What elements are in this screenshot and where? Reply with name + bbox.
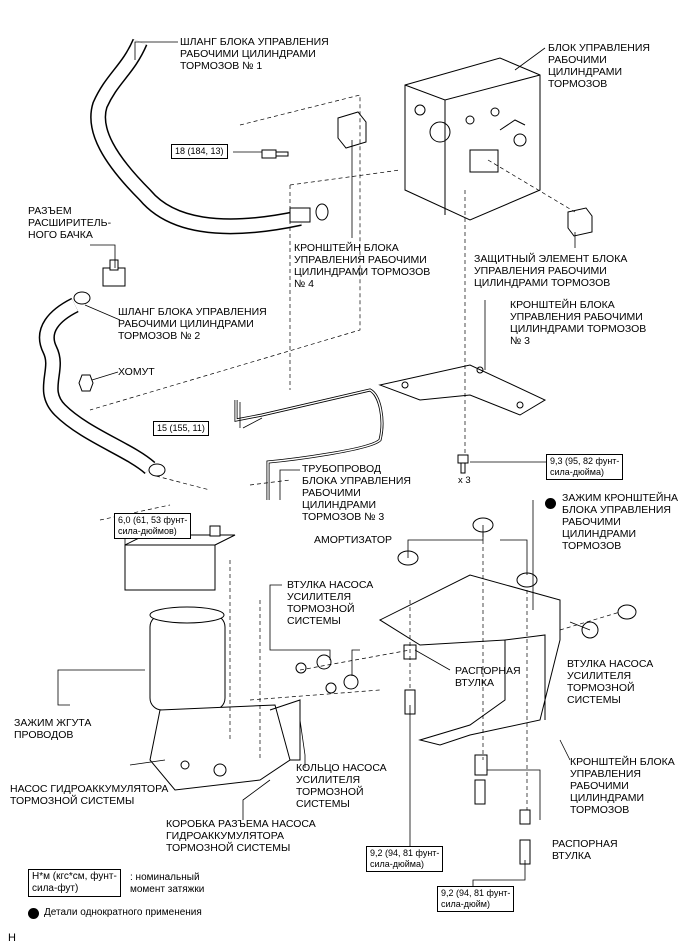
label-hose-1: ШЛАНГ БЛОКА УПРАВЛЕНИЯ РАБОЧИМИ ЦИЛИНДРА…	[180, 36, 329, 72]
accumulator-pump-shape	[124, 534, 301, 791]
label-bracket-main: КРОНШТЕЙН БЛОКА УПРАВЛЕНИЯ РАБОЧИМИ ЦИЛИ…	[570, 756, 675, 816]
bolt-9-2-bottom-1	[474, 779, 486, 805]
corner-code: H	[8, 932, 16, 944]
hose-clamp-2	[73, 291, 91, 305]
shock-absorber-3	[516, 572, 538, 588]
label-accumulator-pump: НАСОС ГИДРОАККУМУЛЯТОРА ТОРМОЗНОЙ СИСТЕМ…	[10, 783, 169, 807]
label-harness-clamp: ЗАЖИМ ЖГУТА ПРОВОДОВ	[14, 717, 92, 741]
bolt-9-2-bottom-2	[519, 809, 531, 825]
torque-box-6-0: 6,0 (61, 53 фунт- сила-дюймов)	[114, 513, 192, 539]
pump-bushing-part-2	[343, 674, 359, 690]
bracket-4-shape	[337, 111, 367, 149]
label-pump-ring: КОЛЬЦО НАСОСА УСИЛИТЕЛЯ ТОРМОЗНОЙ СИСТЕМ…	[296, 762, 387, 810]
label-pump-bushing-mid: ВТУЛКА НАСОСА УСИЛИТЕЛЯ ТОРМОЗНОЙ СИСТЕМ…	[287, 579, 374, 627]
protective-element-shape	[567, 207, 593, 237]
bracket-3-shape	[378, 364, 547, 416]
pump-ring-part-1	[295, 662, 307, 674]
clamp-part	[78, 374, 94, 392]
hose-1-end-fitting	[289, 207, 311, 223]
label-x3: x 3	[458, 475, 471, 486]
torque-box-9-3: 9,3 (95, 82 фунт- сила-дюйма)	[546, 454, 624, 480]
label-expansion-connector: РАЗЪЕМ РАСШИРИТЕЛЬ- НОГО БАЧКА	[28, 205, 112, 241]
one-time-part-bullet-icon	[28, 908, 39, 919]
label-protective-element: ЗАЩИТНЫЙ ЭЛЕМЕНТ БЛОКА УПРАВЛЕНИЯ РАБОЧИ…	[474, 253, 628, 289]
label-spacer-mid: РАСПОРНАЯ ВТУЛКА	[455, 665, 521, 689]
pump-bushing-part-1	[316, 654, 332, 670]
pump-ring-part-2	[325, 682, 337, 694]
label-control-block: БЛОК УПРАВЛЕНИЯ РАБОЧИМИ ЦИЛИНДРАМИ ТОРМ…	[548, 42, 650, 90]
torque-legend-description: : номинальный момент затяжки	[130, 872, 205, 895]
torque-legend-box: Н*м (кгс*см, фунт- сила-фут)	[28, 869, 121, 897]
label-bracket-3: КРОНШТЕЙН БЛОКА УПРАВЛЕНИЯ РАБОЧИМИ ЦИЛИ…	[510, 299, 647, 347]
torque-box-18: 18 (184, 13)	[171, 144, 228, 159]
label-pump-bushing-right: ВТУЛКА НАСОСА УСИЛИТЕЛЯ ТОРМОЗНОЙ СИСТЕМ…	[567, 658, 654, 706]
label-junction-box: КОРОБКА РАЗЪЕМА НАСОСА ГИДРОАККУМУЛЯТОРА…	[166, 818, 316, 854]
torque-box-9-2-a: 9,2 (94, 81 фунт- сила-дюйма)	[366, 846, 444, 872]
hose-clamp-3	[148, 463, 166, 477]
one-time-part-marker-icon	[545, 498, 556, 509]
label-bracket-clip: ЗАЖИМ КРОНШТЕЙНА БЛОКА УПРАВЛЕНИЯ РАБОЧИ…	[562, 492, 679, 552]
label-shock-absorber: АМОРТИЗАТОР	[314, 534, 393, 546]
spacer-bottom-part	[474, 754, 488, 776]
label-hose-2: ШЛАНГ БЛОКА УПРАВЛЕНИЯ РАБОЧИМИ ЦИЛИНДРА…	[118, 306, 267, 342]
bracket-clip-part	[617, 604, 637, 620]
bolt-18	[261, 149, 289, 159]
label-pipe-3: ТРУБОПРОВОД БЛОКА УПРАВЛЕНИЯ РАБОЧИМИ ЦИ…	[302, 463, 411, 523]
label-spacer-bottom: РАСПОРНАЯ ВТУЛКА	[552, 838, 618, 862]
hose-clamp-1	[315, 203, 329, 221]
bolt-6-0	[209, 525, 221, 537]
torque-box-15: 15 (155, 11)	[153, 421, 209, 436]
reservoir-connector	[102, 267, 126, 287]
label-clamp: ХОМУТ	[118, 366, 155, 378]
control-block-shape	[404, 57, 541, 221]
label-bracket-4: КРОНШТЕЙН БЛОКА УПРАВЛЕНИЯ РАБОЧИМИ ЦИЛИ…	[294, 242, 431, 290]
one-time-parts-legend: Детали однократного применения	[44, 907, 202, 918]
torque-box-9-2-b: 9,2 (94, 81 фунт- сила-дюйм)	[437, 886, 515, 912]
bolt-9-3	[457, 454, 469, 474]
